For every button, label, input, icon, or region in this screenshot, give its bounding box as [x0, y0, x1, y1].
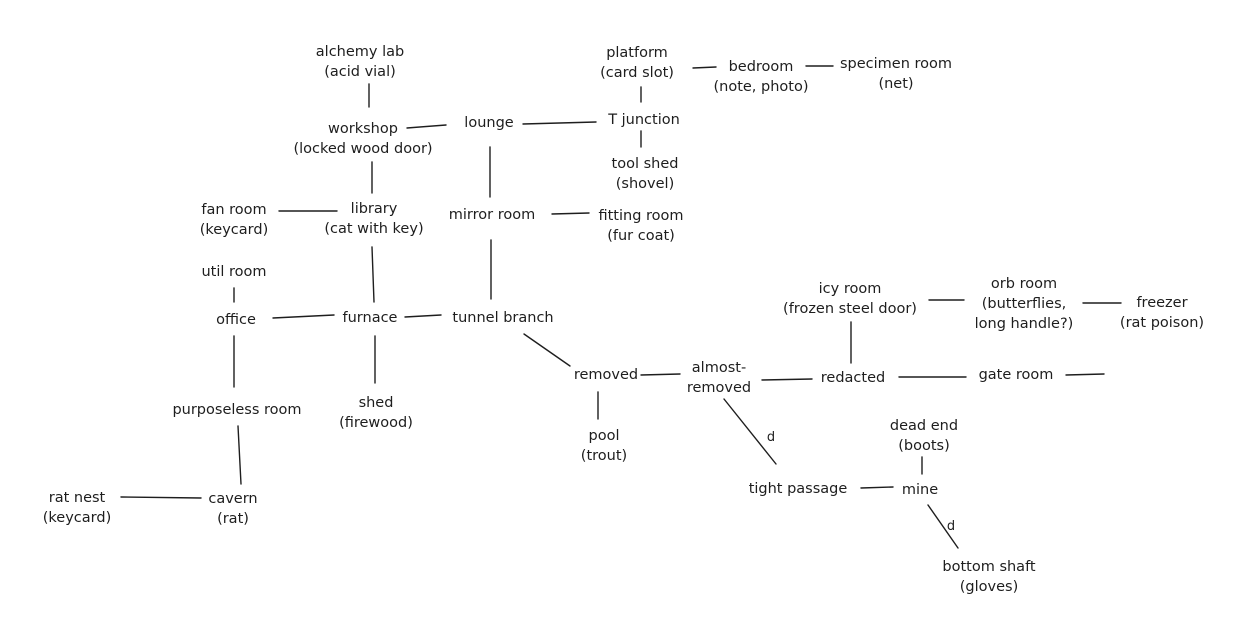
room-dead-end-detail: (boots): [898, 438, 950, 454]
edge-workshop-lounge: [406, 124, 447, 129]
room-t-junction-name[interactable]: T junction: [607, 112, 680, 128]
edge-mine-bottom-shaft: [927, 504, 959, 549]
edge-tag-down-1: d: [767, 430, 775, 445]
room-library-detail: (cat with key): [324, 221, 423, 237]
room-specimen-room-name[interactable]: specimen room: [840, 56, 952, 72]
room-alchemy-lab-detail: (acid vial): [324, 64, 396, 80]
room-redacted-name[interactable]: redacted: [821, 370, 885, 386]
room-fitting-room-detail: (fur coat): [607, 228, 675, 244]
edge-platform-bedroom: [692, 66, 717, 69]
edge-purposeless-room-cavern: [237, 425, 242, 485]
edge-office-furnace: [272, 314, 335, 319]
room-specimen-room-detail: (net): [878, 76, 913, 92]
room-platform-detail: (card slot): [600, 65, 674, 81]
room-dead-end-name[interactable]: dead end: [890, 418, 958, 434]
edge-furnace-tunnel-branch: [404, 314, 442, 318]
room-tool-shed-detail: (shovel): [616, 176, 674, 192]
edge-lounge-t-junction: [522, 121, 597, 125]
room-fitting-room-name[interactable]: fitting room: [598, 208, 683, 224]
room-mine-name[interactable]: mine: [902, 482, 938, 498]
room-rat-nest-detail: (keycard): [43, 510, 111, 526]
room-library-name[interactable]: library: [351, 201, 398, 217]
room-pool-detail: (trout): [581, 448, 627, 464]
room-bottom-shaft-name[interactable]: bottom shaft: [942, 559, 1036, 575]
room-tunnel-branch-name[interactable]: tunnel branch: [452, 310, 553, 326]
room-almost-removed-name-2: removed: [687, 380, 751, 396]
room-orb-room-detail-2: long handle?): [975, 316, 1074, 332]
edge-removed-almost-removed: [640, 373, 681, 376]
room-bedroom-detail: (note, photo): [713, 79, 808, 95]
room-tight-passage-name[interactable]: tight passage: [749, 481, 848, 497]
room-bottom-shaft-detail: (gloves): [960, 579, 1018, 595]
edge-tag-down-2: d: [947, 519, 955, 534]
room-platform-name[interactable]: platform: [606, 45, 668, 61]
room-icy-room-detail: (frozen steel door): [783, 301, 917, 317]
room-workshop-detail: (locked wood door): [293, 141, 432, 157]
room-removed-name[interactable]: removed: [574, 367, 638, 383]
room-purposeless-room-name[interactable]: purposeless room: [172, 402, 301, 418]
room-lounge-name[interactable]: lounge: [464, 115, 513, 131]
room-icy-room-name[interactable]: icy room: [819, 281, 882, 297]
room-cavern-name[interactable]: cavern: [208, 491, 257, 507]
room-mirror-room-name[interactable]: mirror room: [449, 207, 535, 223]
room-office-name[interactable]: office: [216, 312, 256, 328]
rooms: alchemy lab (acid vial) workshop (locked…: [43, 44, 1204, 595]
edge-almost-removed-tight-passage: [723, 398, 777, 465]
edge-tunnel-branch-removed: [523, 333, 571, 367]
room-almost-removed-name[interactable]: almost-: [692, 360, 746, 376]
room-cavern-detail: (rat): [217, 511, 249, 527]
room-workshop-name[interactable]: workshop: [328, 121, 398, 137]
edge-library-furnace: [371, 246, 375, 303]
room-tool-shed-name[interactable]: tool shed: [612, 156, 679, 172]
room-freezer-detail: (rat poison): [1120, 315, 1204, 331]
edge-tight-passage-mine: [860, 486, 894, 489]
room-util-room-name[interactable]: util room: [201, 264, 266, 280]
room-bedroom-name[interactable]: bedroom: [729, 59, 794, 75]
connections: [120, 65, 1122, 549]
room-pool-name[interactable]: pool: [589, 428, 620, 444]
edge-almost-removed-redacted: [761, 378, 813, 381]
room-fan-room-detail: (keycard): [200, 222, 268, 238]
room-freezer-name[interactable]: freezer: [1136, 295, 1187, 311]
room-shed-name[interactable]: shed: [359, 395, 394, 411]
room-shed-detail: (firewood): [339, 415, 413, 431]
room-orb-room-detail: (butterflies,: [982, 296, 1067, 312]
edge-mirror-room-fitting-room: [551, 212, 590, 215]
edge-gate-room-open: [1065, 373, 1105, 376]
room-rat-nest-name[interactable]: rat nest: [49, 490, 106, 506]
room-gate-room-name[interactable]: gate room: [979, 367, 1054, 383]
edge-rat-nest-cavern: [120, 496, 202, 499]
room-alchemy-lab-name[interactable]: alchemy lab: [316, 44, 404, 60]
room-orb-room-name[interactable]: orb room: [991, 276, 1057, 292]
room-furnace-name[interactable]: furnace: [343, 310, 398, 326]
room-fan-room-name[interactable]: fan room: [201, 202, 266, 218]
